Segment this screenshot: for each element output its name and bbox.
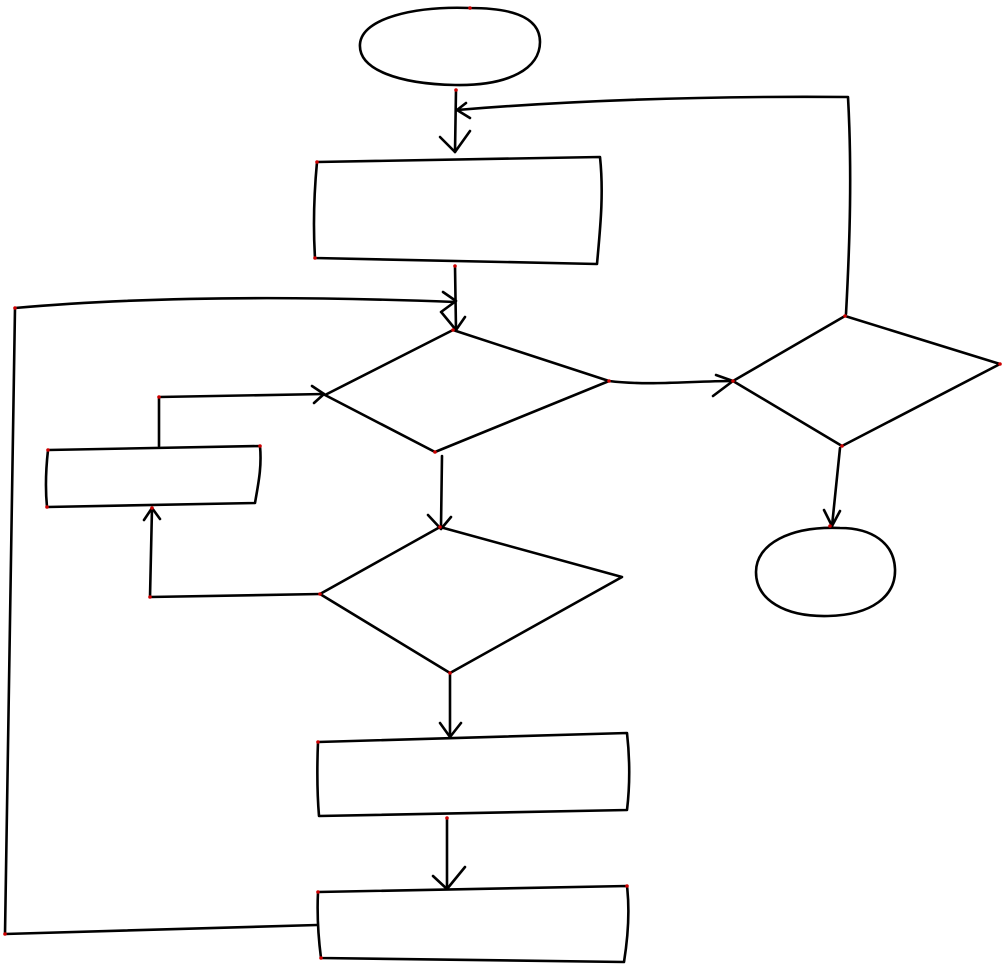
vertex-mark	[607, 379, 611, 383]
vertex-mark	[625, 884, 629, 888]
connector-decision-2-to-side-process	[142, 506, 322, 599]
vertex-mark	[438, 525, 442, 529]
process-box-1	[312, 155, 603, 266]
vertex-mark	[316, 740, 320, 744]
vertex-mark	[840, 444, 844, 448]
connector-decision-3-to-end	[822, 446, 842, 528]
vertex-mark	[998, 362, 1002, 366]
connector-process-3-to-decision-1	[3, 290, 458, 936]
side-process-box	[44, 444, 262, 509]
process-box-2	[316, 731, 631, 818]
vertex-mark	[453, 264, 457, 268]
vertex-markers	[3, 6, 1002, 960]
vertex-mark	[828, 524, 832, 528]
vertex-mark	[13, 306, 17, 310]
decision-diamond-2	[318, 525, 624, 675]
connector-process-1-to-decision-1	[440, 264, 467, 332]
vertex-mark	[454, 88, 458, 92]
connector-decision-3-to-process-1	[455, 95, 852, 316]
connector-decision-2-to-process-2	[438, 671, 463, 739]
connector-process-2-to-process-3	[431, 816, 467, 891]
vertex-mark	[316, 890, 320, 894]
process-box-3	[316, 884, 630, 964]
vertex-mark	[731, 379, 735, 383]
vertex-mark	[445, 816, 449, 820]
vertex-mark	[258, 444, 262, 448]
vertex-mark	[46, 448, 50, 452]
connector-decision-1-to-decision-2	[426, 454, 453, 531]
vertex-mark	[468, 6, 472, 10]
vertex-mark	[3, 932, 7, 936]
vertex-mark	[433, 450, 437, 454]
vertex-mark	[315, 160, 319, 164]
connector-side-process-to-decision-1	[157, 384, 326, 448]
vertex-mark	[843, 314, 847, 318]
start-terminator	[358, 6, 542, 87]
vertex-mark	[157, 395, 161, 399]
connector-start-to-process-1	[438, 88, 472, 154]
vertex-mark	[451, 328, 455, 332]
vertex-mark	[148, 595, 152, 599]
vertex-mark	[313, 256, 317, 260]
vertex-mark	[318, 592, 322, 596]
vertex-mark	[448, 671, 452, 675]
vertex-mark	[319, 956, 323, 960]
end-terminator	[754, 526, 897, 618]
connector-decision-1-to-decision-3	[607, 373, 735, 398]
vertex-mark	[150, 506, 154, 510]
vertex-mark	[45, 505, 49, 509]
decision-diamond-3	[731, 314, 1002, 448]
decision-diamond-1	[323, 328, 611, 454]
